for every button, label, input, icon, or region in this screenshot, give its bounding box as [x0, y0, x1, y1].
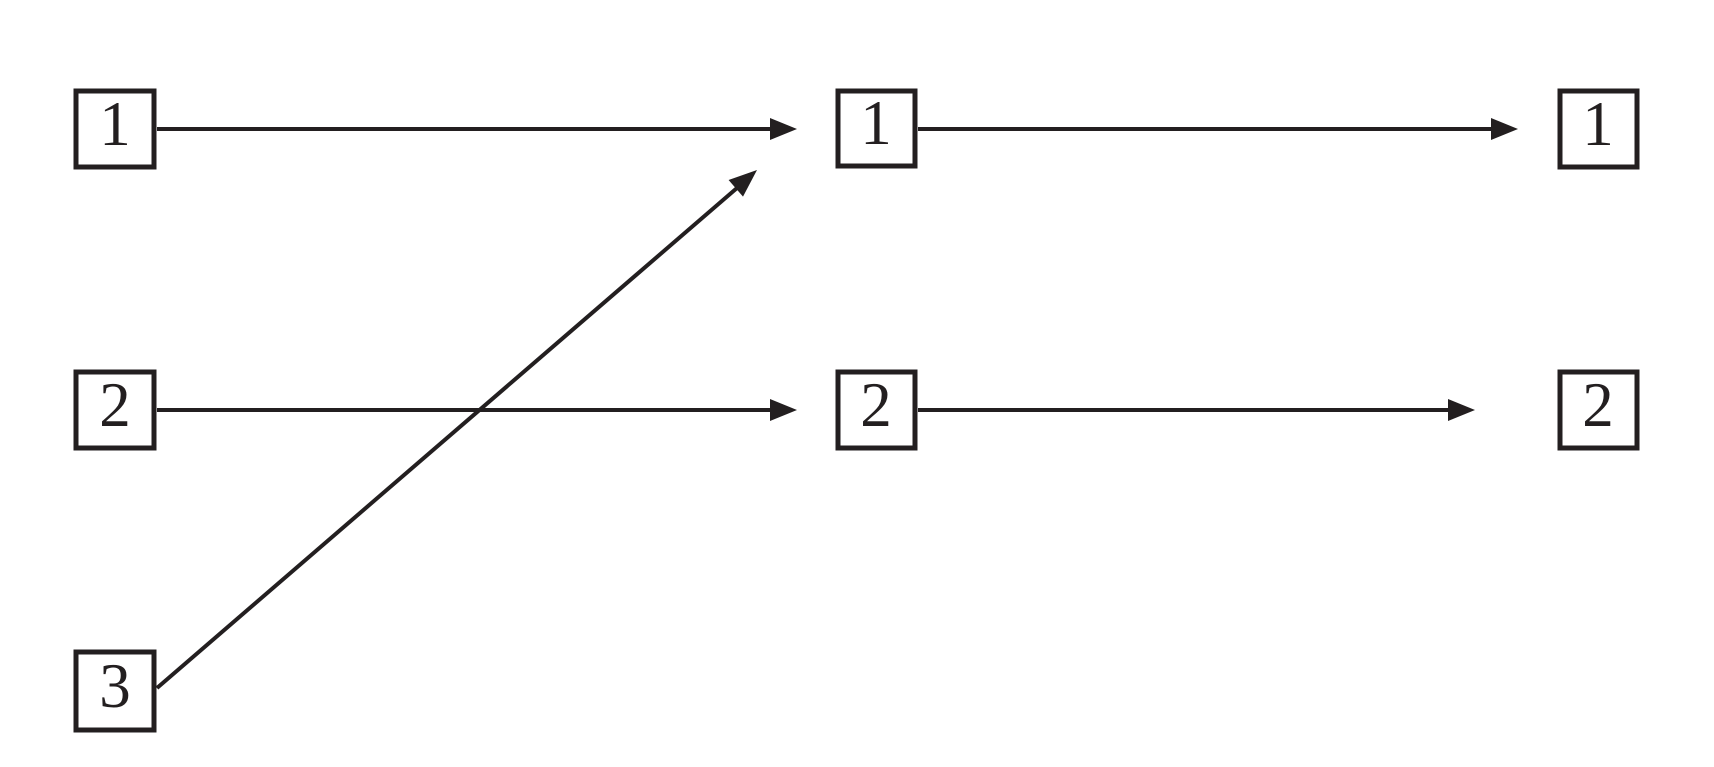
node-label: 1 [1582, 89, 1614, 159]
node-left-1: 1 [73, 88, 157, 170]
edge-left3-to-middle1 [155, 170, 757, 690]
node-box [835, 369, 918, 451]
edge-middle2-to-right2 [918, 399, 1475, 421]
arrowhead-icon [728, 170, 757, 197]
node-label: 1 [99, 89, 131, 159]
node-label: 1 [860, 88, 892, 158]
edge-left1-to-middle1 [157, 118, 797, 140]
arrowhead-icon [1448, 399, 1475, 421]
node-box [1557, 88, 1640, 170]
node-middle-1: 1 [835, 88, 918, 169]
node-box [73, 88, 157, 170]
edge-line [155, 186, 739, 690]
node-right-2: 2 [1557, 369, 1640, 451]
arrowhead-icon [770, 399, 797, 421]
node-label: 2 [860, 370, 892, 440]
node-box [835, 88, 918, 169]
node-label: 2 [1582, 370, 1614, 440]
node-middle-2: 2 [835, 369, 918, 451]
node-box [73, 369, 157, 451]
node-right-1: 1 [1557, 88, 1640, 170]
node-left-3: 3 [73, 649, 157, 733]
node-label: 3 [99, 651, 131, 721]
arrowhead-icon [770, 118, 797, 140]
node-box [1557, 369, 1640, 451]
node-left-2: 2 [73, 369, 157, 451]
edge-middle1-to-right1 [918, 118, 1518, 140]
node-box [73, 649, 157, 733]
edge-left2-to-middle2 [157, 399, 797, 421]
node-label: 2 [99, 370, 131, 440]
arrowhead-icon [1491, 118, 1518, 140]
